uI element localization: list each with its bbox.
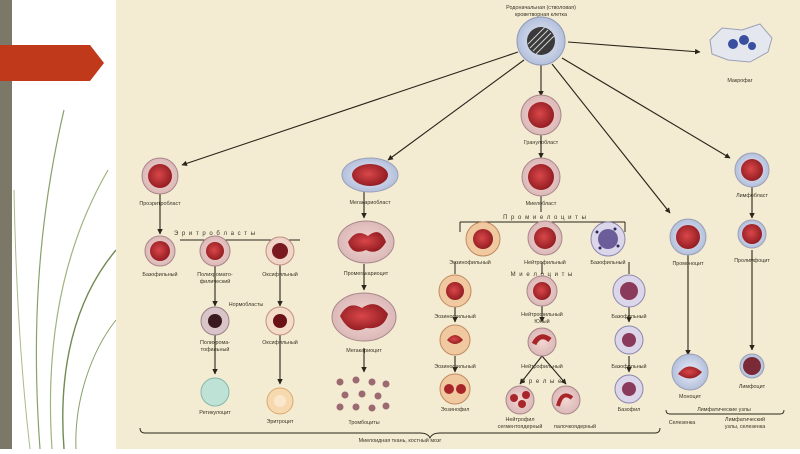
reticulocyte-cell [200, 377, 230, 407]
eosinophil-cell [439, 373, 471, 405]
label-basophilic-e: Базофильный [142, 271, 177, 278]
label-neut-young-2: Юный [534, 318, 549, 325]
label-lymph-node-2: Лимфатический [725, 416, 765, 423]
basophilic-young-cell [614, 325, 644, 355]
polychromatophilic-erythroblast-cell [199, 235, 231, 267]
platelets-cells [336, 376, 390, 412]
label-stem-cell: Родоначальная (стволовая) [506, 5, 576, 11]
accent-bar [0, 0, 12, 449]
label-oxy-e: Оксифильный [262, 271, 298, 278]
label-myelocytes: М и е л о ц и т ы [511, 272, 574, 278]
label-neut-band: Нейтрофильный [521, 363, 563, 370]
megakaryoblast-cell [341, 157, 399, 193]
label-granuloblast: Гранулобласт [524, 140, 559, 146]
label-normoblasts: Нормобласты [229, 302, 264, 308]
neutrophilic-young-cell [527, 327, 557, 357]
basophilic-myelocyte-cell [612, 274, 646, 308]
macrophage-cell [709, 23, 773, 63]
label-baso-band: Базофильный [611, 363, 646, 370]
megakaryocyte-cell [331, 292, 397, 342]
label-lymph-node-3: узлы, селезенка [725, 424, 766, 430]
prolymphocyte-cell [737, 219, 767, 249]
label-stem-cell-2: кроветворная клетка [515, 12, 567, 18]
label-promonocyte: Промоноцит [672, 261, 704, 267]
hematopoiesis-diagram: Родоначальная (стволовая) кроветворная к… [116, 0, 800, 449]
oxyphilic-normoblast-cell [265, 306, 295, 336]
granuloblast-cell [520, 94, 562, 136]
label-poly-normo-2: тофильный [201, 346, 230, 353]
label-neutrophilic: Нейтрофильный [524, 259, 566, 266]
basophilic-promyelocyte-cell [590, 221, 626, 257]
lymphocyte-cell [739, 353, 765, 379]
neutrophil-band-cell [551, 385, 581, 415]
label-macrophage: Макрофаг [727, 78, 752, 84]
label-platelets: Тромбоциты [348, 420, 379, 426]
label-megakaryoblast: Мегакариобласт [349, 200, 391, 206]
proerythroblast-cell [141, 157, 179, 195]
eosinophilic-promyelocyte-cell [465, 221, 501, 257]
label-eos-band: Эозинофильный [434, 363, 476, 370]
oxyphilic-erythroblast-cell [265, 236, 295, 266]
label-promyelocytes: П р о м и е л о ц и т ы [503, 215, 587, 221]
label-neut-young: Нейтрофильный [521, 311, 563, 318]
label-proerythroblast: Проэритробласт [139, 201, 181, 207]
basophilic-erythroblast-cell [144, 235, 176, 267]
label-myeloblast: Миелобласт [526, 201, 557, 207]
label-megakaryocyte: Мегакариоцит [346, 348, 382, 354]
label-lymphocyte: Лимфоцит [739, 384, 766, 390]
erythrocyte-cell [266, 387, 294, 415]
label-neutrophil-seg: Нейтрофил [506, 416, 535, 423]
label-tissue: Селезенка [669, 420, 696, 426]
neutrophil-segmented-cell [505, 385, 535, 415]
label-monocyte: Моноцит [679, 394, 702, 400]
label-prolymphocyte: Пролимфоцит [734, 258, 770, 264]
red-pointer-arrow-icon [0, 45, 104, 81]
label-eos-young: Эозинофильный [434, 313, 476, 320]
label-lymph-node: Лимфатические узлы [697, 407, 751, 413]
label-lymphoblast: Лимфобласт [736, 193, 768, 199]
myeloblast-cell [521, 157, 561, 197]
neutrophilic-myelocyte-cell [526, 275, 558, 307]
lymphoblast-cell [734, 152, 770, 188]
label-poly-normo: Полихрома- [200, 340, 230, 346]
label-poly-e-2: филический [200, 278, 231, 285]
eosinophilic-young-cell [439, 324, 471, 356]
label-bone-marrow: Миелоидная ткань, костный мозг [359, 437, 442, 444]
stem-cell [516, 16, 566, 66]
label-baso-young: Базофильный [611, 313, 646, 320]
label-neutrophil-band: палочкоядерный [554, 423, 596, 430]
basophil-cell [614, 374, 644, 404]
neutrophilic-promyelocyte-cell [527, 220, 563, 256]
promonocyte-cell [669, 218, 707, 256]
polychromatophilic-normoblast-cell [200, 306, 230, 336]
label-neutrophil-seg-2: сегментоядерный [498, 423, 543, 430]
decorative-leaves-icon [13, 109, 117, 450]
label-poly-e: Полихромато- [197, 272, 233, 278]
label-basophil: Базофил [618, 407, 640, 413]
label-band: З р е л ы е [522, 379, 563, 385]
label-eosinophil: Эозинофил [441, 407, 470, 413]
label-reticulocyte: Ретикулоцит [199, 410, 231, 416]
label-erythroblasts: Э р и т р о б л а с т ы [174, 231, 256, 237]
monocyte-cell [671, 353, 709, 391]
label-promegakaryocyte: Промегакариоцит [344, 271, 389, 277]
label-oxy-normo: Оксифильный [262, 339, 298, 346]
label-basophilic-g: Базофильный [590, 259, 625, 266]
promegakaryocyte-cell [337, 220, 395, 264]
eosinophilic-myelocyte-cell [438, 274, 472, 308]
label-erythrocyte: Эритроцит [267, 419, 294, 425]
label-eosinophilic: Эозинофильный [449, 259, 491, 266]
